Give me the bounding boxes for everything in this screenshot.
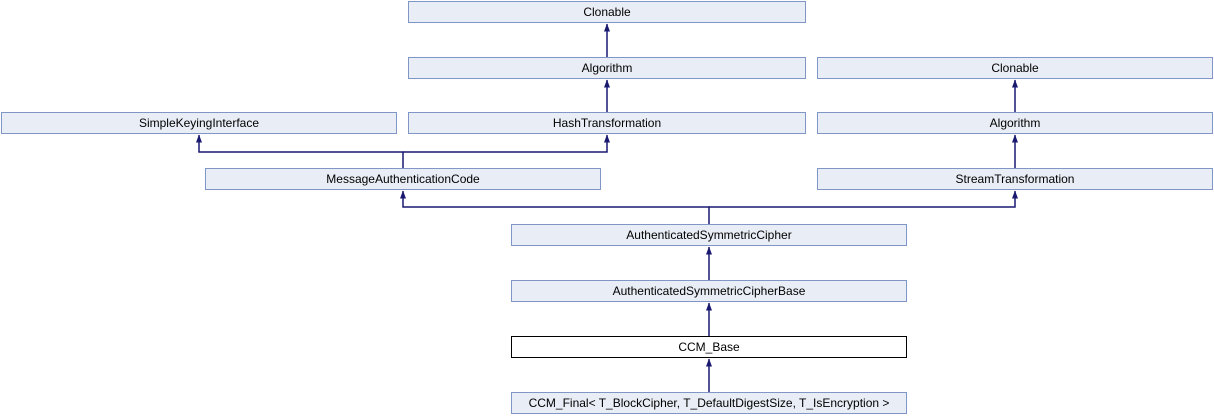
class-node-messageauthenticationcode[interactable]: MessageAuthenticationCode [205,168,601,190]
class-node-streamtransformation[interactable]: StreamTransformation [817,168,1213,190]
class-node-simplekeyinginterface[interactable]: SimpleKeyingInterface [1,112,397,134]
class-node-ccm-final[interactable]: CCM_Final< T_BlockCipher, T_DefaultDiges… [511,392,907,414]
edge-messageauthenticationcode-to-hashtransformation [403,134,610,153]
class-node-ccm-base-current: CCM_Base [511,336,907,358]
class-node-algorithm-right[interactable]: Algorithm [817,112,1213,134]
edge-authenticatedsymmetriccipher-to-messageauthenticationcode [400,190,710,224]
class-node-authenticatedsymmetriccipherbase[interactable]: AuthenticatedSymmetricCipherBase [511,280,907,302]
class-node-authenticatedsymmetriccipher[interactable]: AuthenticatedSymmetricCipher [511,224,907,246]
edge-authenticatedsymmetriccipher-to-streamtransformation [709,190,1018,208]
class-node-clonable-right[interactable]: Clonable [817,57,1213,79]
class-node-hashtransformation[interactable]: HashTransformation [408,112,806,134]
class-node-clonable-top[interactable]: Clonable [408,1,806,23]
edge-messageauthenticationcode-to-simplekeyinginterface [196,134,404,168]
class-node-algorithm[interactable]: Algorithm [408,57,806,79]
